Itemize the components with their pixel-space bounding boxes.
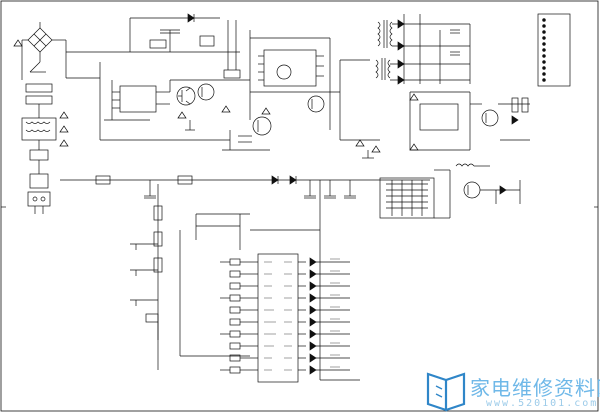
pfc-mosfet — [176, 86, 196, 106]
switch-transistor-3 — [307, 95, 325, 113]
regulator-block — [409, 91, 471, 151]
standby-transformer — [375, 58, 391, 80]
pfc-controller-ic — [112, 85, 170, 113]
series-transistor — [463, 181, 481, 199]
main-driver-ic — [250, 253, 306, 383]
line-filter-transformer — [21, 117, 57, 141]
main-transformer — [377, 20, 393, 48]
watermark-chinese-text: 家电维修资料网 — [470, 376, 600, 400]
output-transistor — [481, 109, 499, 127]
pwm-controller-ic — [258, 49, 324, 87]
ac-input-connector — [27, 191, 51, 207]
watermark-site-url: www.520101.com — [486, 398, 599, 409]
watermark-logo-icon — [426, 372, 466, 412]
switch-transistor-1 — [197, 83, 215, 101]
bridge-rectifier — [22, 22, 66, 62]
switch-transistor-2 — [252, 116, 272, 136]
ic-left-components — [220, 258, 250, 374]
output-filter-bank — [379, 177, 435, 219]
led-channel-outputs — [309, 257, 350, 375]
output-connector — [537, 13, 571, 87]
